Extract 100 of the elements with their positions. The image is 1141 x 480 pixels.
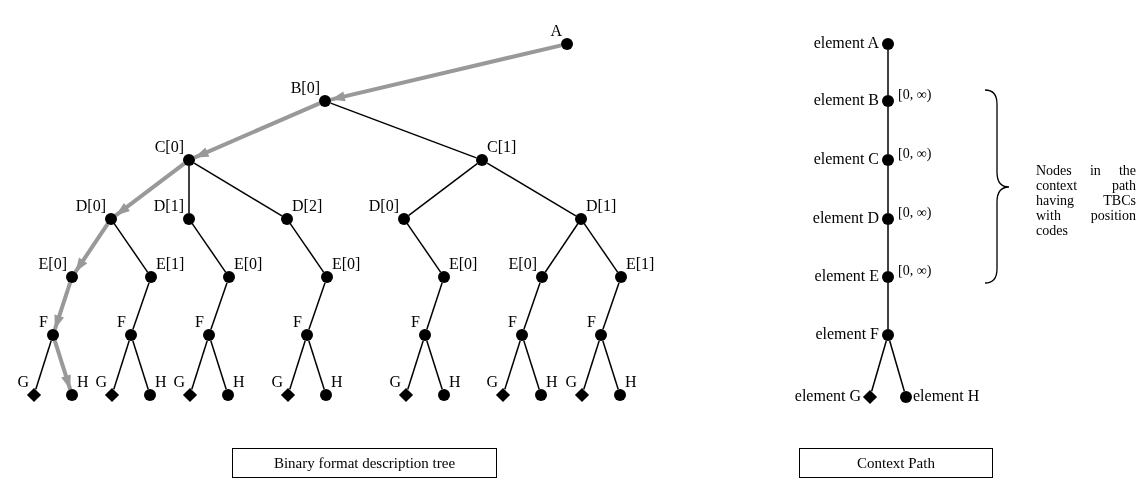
node-label: D[1]	[153, 197, 184, 215]
connector-line	[132, 339, 149, 391]
node-label: E[0]	[234, 255, 263, 273]
node-label: H	[233, 373, 245, 391]
node-label: B[0]	[290, 79, 320, 97]
connector-line	[523, 281, 541, 331]
highlighted-arrow	[114, 162, 186, 217]
highlighted-arrow	[330, 43, 562, 102]
connector-line	[583, 339, 600, 391]
node-label: element E	[814, 267, 879, 286]
connector-line	[191, 223, 227, 273]
node-dot	[301, 329, 313, 341]
highlighted-arrow	[52, 282, 73, 330]
node-label: H	[449, 373, 461, 391]
connector-line	[544, 223, 579, 273]
node-dot	[398, 213, 410, 225]
connector-line	[887, 224, 889, 272]
connector-line	[887, 165, 889, 214]
connector-line	[887, 282, 889, 330]
connector-line	[113, 339, 130, 391]
node-label: G	[271, 373, 283, 391]
connector-line	[870, 340, 888, 392]
connector-line	[308, 339, 325, 391]
node-dot	[319, 95, 331, 107]
node-label: element B	[813, 91, 879, 110]
highlighted-arrow	[73, 222, 110, 274]
node-label: G	[389, 373, 401, 391]
node-dot	[66, 389, 78, 401]
connector-line	[408, 162, 478, 217]
connector-line	[191, 339, 208, 391]
node-label: E[0]	[38, 255, 67, 273]
node-dot	[438, 389, 450, 401]
connector-line	[887, 49, 889, 96]
connector-line	[406, 223, 442, 273]
node-label: E[0]	[332, 255, 361, 273]
node-label: H	[155, 373, 167, 391]
connector-line	[407, 339, 424, 391]
node-dot	[183, 213, 195, 225]
connector-line	[193, 162, 283, 217]
node-label: F	[195, 313, 204, 331]
connector-line	[602, 281, 620, 331]
connector-line	[132, 281, 150, 331]
node-dot	[419, 329, 431, 341]
node-dot	[321, 271, 333, 283]
node-label: C[0]	[154, 138, 184, 156]
annotation-text: Nodes in the context path having TBCs with position codes	[1036, 163, 1136, 238]
node-dot	[125, 329, 137, 341]
node-label: H	[77, 373, 89, 391]
connector-line	[289, 339, 306, 391]
node-dot	[320, 389, 332, 401]
node-dot	[183, 154, 195, 166]
node-dot	[203, 329, 215, 341]
node-dot	[476, 154, 488, 166]
connector-line	[35, 339, 52, 391]
node-label: D[0]	[368, 197, 399, 215]
node-dot	[516, 329, 528, 341]
connector-line	[289, 223, 325, 273]
connector-line	[486, 162, 577, 217]
node-dot	[882, 154, 894, 166]
node-label: F	[587, 313, 596, 331]
node-dot	[66, 271, 78, 283]
node-dot	[595, 329, 607, 341]
node-label: element G	[794, 387, 861, 406]
node-label: element A	[813, 34, 879, 53]
connector-line	[113, 223, 149, 273]
node-dot	[438, 271, 450, 283]
range-label: [0, ∞)	[898, 262, 932, 281]
highlighted-arrow	[52, 340, 73, 390]
caption-box: Context Path	[799, 448, 993, 478]
node-label: element D	[812, 209, 879, 228]
node-dot	[900, 391, 912, 403]
node-label: F	[39, 313, 48, 331]
node-label: G	[17, 373, 29, 391]
node-dot	[281, 213, 293, 225]
node-dot	[882, 329, 894, 341]
node-dot	[536, 271, 548, 283]
caption-box: Binary format description tree	[232, 448, 497, 478]
node-dot	[561, 38, 573, 50]
connector-line	[602, 339, 619, 391]
node-dot	[882, 271, 894, 283]
node-dot	[223, 271, 235, 283]
range-label: [0, ∞)	[898, 204, 932, 223]
node-label: E[1]	[156, 255, 185, 273]
node-label: C[1]	[487, 138, 517, 156]
node-dot	[575, 213, 587, 225]
node-label: E[0]	[449, 255, 478, 273]
node-dot	[615, 271, 627, 283]
connector-line	[888, 340, 906, 392]
node-label: element H	[913, 387, 980, 406]
node-label: D[1]	[586, 197, 617, 215]
node-label: F	[117, 313, 126, 331]
node-label: G	[95, 373, 107, 391]
node-dot	[882, 213, 894, 225]
node-dot	[882, 95, 894, 107]
node-label: element C	[813, 150, 879, 169]
connector-line	[426, 281, 443, 331]
node-label: F	[411, 313, 420, 331]
node-dot	[144, 389, 156, 401]
range-label: [0, ∞)	[898, 86, 932, 105]
node-dot	[145, 271, 157, 283]
